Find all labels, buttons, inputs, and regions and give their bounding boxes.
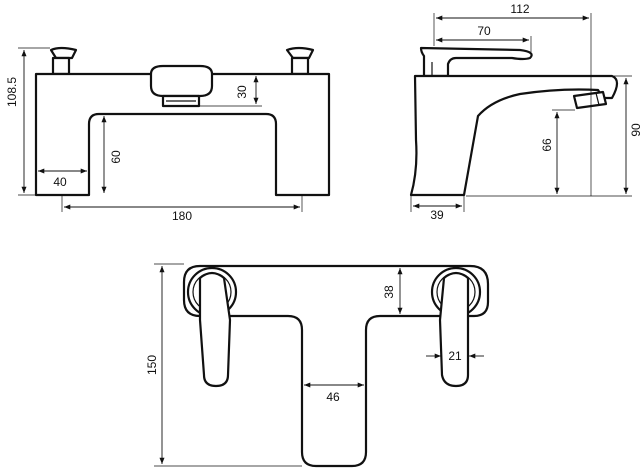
side-reach-label: 112 — [510, 2, 529, 16]
side-aerator — [572, 90, 608, 110]
front-height-label: 108.5 — [5, 77, 19, 107]
front-body — [34, 72, 331, 197]
front-left-handle — [49, 46, 78, 76]
side-total-height-label: 90 — [629, 123, 643, 137]
front-opening-height-label: 60 — [109, 150, 123, 164]
front-spout-outlet — [149, 64, 214, 108]
side-view: 112 70 90 66 39 — [409, 2, 643, 222]
side-base-width-label: 39 — [430, 208, 444, 222]
front-overall-width-label: 180 — [172, 209, 192, 223]
plan-depth-label: 150 — [145, 355, 159, 375]
plan-body — [182, 264, 490, 468]
side-handle — [419, 46, 533, 78]
plan-body-depth-label: 38 — [382, 285, 396, 299]
plan-spout-width-label: 46 — [326, 390, 340, 404]
front-right-handle — [285, 46, 315, 76]
front-view: 108.5 30 40 60 180 — [5, 46, 331, 223]
side-spout-clearance-label: 66 — [540, 138, 554, 152]
plan-right-handle — [430, 266, 482, 388]
side-handle-length-label: 70 — [477, 24, 491, 38]
front-spout-depth-label: 30 — [235, 85, 249, 99]
plan-left-handle — [186, 266, 238, 388]
plan-view: 150 38 21 46 — [145, 263, 490, 468]
side-body — [409, 74, 619, 197]
plan-handle-width-label: 21 — [448, 349, 462, 363]
front-leg-width-label: 40 — [53, 175, 67, 189]
